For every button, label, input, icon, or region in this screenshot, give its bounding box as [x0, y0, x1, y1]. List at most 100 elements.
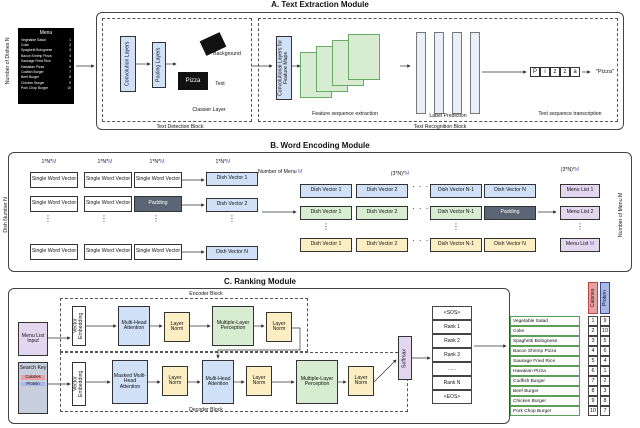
- protein-rank: 2: [600, 376, 610, 386]
- calories-rank: 6: [588, 366, 598, 376]
- calories-rank: 8: [588, 386, 598, 396]
- module-a-title: A. Text Extraction Module: [271, 0, 369, 9]
- calories-rank: 9: [588, 396, 598, 406]
- pizza-patch: Pizza: [178, 72, 208, 90]
- module-c-frame: [8, 288, 510, 424]
- menu-row: Beef Burger 8: [18, 75, 74, 80]
- calories-rank: 2: [588, 326, 598, 336]
- matrix-dish-vector-n: Dish Vector N: [484, 184, 536, 198]
- matrix-dish-vector-n: Dish Vector N: [484, 238, 536, 252]
- menu-item-price: 2: [69, 43, 71, 48]
- rank-item: Rank N: [432, 376, 472, 390]
- calories-rank: 4: [588, 346, 598, 356]
- single-word-vector: Single Word Vector: [30, 244, 78, 260]
- encoder-layer-norm-2: Layer Norm: [266, 312, 292, 342]
- dots-vertical: ⋮: [44, 214, 53, 223]
- menu-row: Coke 2: [18, 42, 74, 47]
- dots-vertical: ⋮: [100, 214, 109, 223]
- single-word-vector: Single Word Vector: [84, 196, 132, 212]
- text-recognition-block-frame: [258, 18, 618, 122]
- decoder-layer-norm-3: Layer Norm: [348, 366, 374, 396]
- decoder-block-label: Decoder Block: [189, 407, 223, 413]
- module-a-frame: [96, 12, 624, 130]
- feature-seq-label: Feature sequence extraction: [312, 111, 378, 117]
- matrix-dish-vector-1: Dish Vector 1: [300, 206, 352, 220]
- text-label: Text: [215, 81, 225, 87]
- menu-item-price: 7: [69, 70, 71, 75]
- dots-vertical: ⋮: [228, 214, 237, 223]
- food-item: Pork Chop Burger: [510, 406, 580, 416]
- matrix-dish-vector-2: Dish Vector 2: [356, 184, 408, 198]
- module-b-frame: [8, 152, 632, 272]
- classier-layer-label: Classier Layer: [192, 107, 226, 113]
- menu-item-name: Spaghetti Bolognese: [21, 48, 53, 53]
- menu-item-name: Vegetable Salad: [21, 37, 46, 42]
- three-n-label-2: (3*N)*M: [560, 167, 580, 173]
- text-detection-block-frame: [102, 18, 252, 122]
- dots-vertical: ⋮: [452, 222, 461, 231]
- encoder-mlp: Multiple-Layer Perception: [212, 306, 254, 346]
- food-item: Coke: [510, 326, 580, 336]
- matrix-padding: Padding: [484, 206, 536, 220]
- menu-list-m: Menu List M: [560, 238, 600, 252]
- text-recognition-block-label: Text Recognition Block: [413, 124, 467, 130]
- menu-item-price: 1: [69, 37, 71, 42]
- menu-item-name: Beef Burger: [21, 75, 40, 80]
- menu-list-2: Menu List 2: [560, 206, 600, 220]
- food-item: Codfish Burger: [510, 376, 580, 386]
- output-text: "Pizza": [595, 69, 615, 75]
- menu-item-price: 5: [69, 59, 71, 64]
- encoder-block-frame: [60, 298, 308, 352]
- calories-rank: 1: [588, 316, 598, 326]
- dim-label-1: 1*N*M: [41, 159, 57, 165]
- matrix-dish-vector-n1: Dish Vector N-1: [430, 184, 482, 198]
- encoder-layer-norm-1: Layer Norm: [164, 312, 190, 342]
- menu-item-name: Pork Chop Burger: [21, 86, 49, 91]
- rank-item: Rank 2: [432, 334, 472, 348]
- single-word-vector: Single Word Vector: [84, 172, 132, 188]
- calories-rank: 5: [588, 356, 598, 366]
- single-word-vector: Single Word Vector: [30, 172, 78, 188]
- calories-tag: Calories: [21, 375, 45, 380]
- encoder-multi-head-attention: Multi-Head Attention: [118, 306, 150, 346]
- label-prediction-grid: [412, 22, 480, 114]
- dish-vector-1: Dish Vector 1: [206, 172, 258, 186]
- module-b-title: B. Word Encoding Module: [270, 141, 370, 150]
- dim-label-3: 1*N*M: [149, 159, 165, 165]
- menu-item-price: 3: [69, 48, 71, 53]
- number-of-menu-label: Number of Menu M: [258, 169, 303, 175]
- decoder-masked-attention: Masked Multi-Head Attention: [112, 360, 148, 404]
- letter-box: P: [530, 67, 540, 77]
- matrix-dish-vector-1: Dish Vector 1: [300, 238, 352, 252]
- protein-rank: 3: [600, 386, 610, 396]
- text-detection-block-label: Text Detection Block: [156, 124, 204, 130]
- dim-label-2: 1*N*M: [97, 159, 113, 165]
- dish-vector-n: Dish Vector N: [206, 246, 258, 260]
- calories-rank: 10: [588, 406, 598, 416]
- protein-tag: Protein: [21, 381, 45, 387]
- menu-item-name: Chicken Burger: [21, 80, 45, 85]
- background-label: Background: [213, 51, 241, 57]
- calories-rank: 3: [588, 336, 598, 346]
- decoder-block-frame: [60, 352, 408, 412]
- letter-box: z: [550, 67, 560, 77]
- module-c-title: C. Ranking Module: [224, 277, 296, 286]
- menu-item-price: 4: [69, 53, 71, 58]
- menu-item-name: Coke: [21, 43, 29, 48]
- decoder-multi-head-attention: Multi-Head Attention: [202, 360, 234, 404]
- menu-item-price: 9: [69, 80, 71, 85]
- rank-item: <EOS>: [432, 390, 472, 404]
- encoder-block-label: Encoder Block: [189, 291, 223, 297]
- decoder-layer-norm-1: Layer Norm: [162, 366, 188, 396]
- menu-item-price: 8: [69, 75, 71, 80]
- protein-rank: 1: [600, 366, 610, 376]
- protein-rank: 4: [600, 356, 610, 366]
- food-item: Bacon Shrimp Pizza: [510, 346, 580, 356]
- single-word-vector: Single Word Vector: [134, 244, 182, 260]
- food-item: Chicken Burger: [510, 396, 580, 406]
